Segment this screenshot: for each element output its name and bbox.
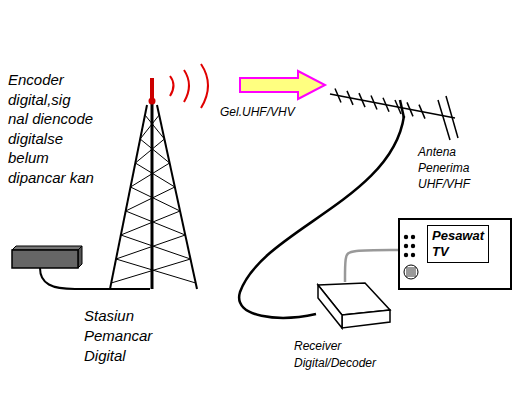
station-label: Stasiun Pemancar Digital: [84, 306, 168, 366]
encoder-cable: [40, 268, 150, 289]
yagi-antenna: [330, 89, 458, 140]
signal-cable: [345, 250, 398, 282]
tv-set: Pesawat TV: [398, 218, 512, 290]
signal-arrow: [240, 71, 325, 99]
antenna-cable: [239, 116, 404, 318]
receiver-box: [288, 278, 400, 334]
wave-label: Gel.UHF/VHV: [220, 105, 320, 120]
antenna-label: Antena Penerima UHF/VHF: [418, 144, 494, 192]
radio-waves: [170, 64, 208, 108]
encoder-note: Encoder digital,sig nal diencode digital…: [8, 70, 94, 187]
receiver-decoder: Receiver Digital/Decoder: [288, 278, 400, 374]
transmitter-tower: [110, 78, 197, 289]
receiver-label: Receiver Digital/Decoder: [294, 338, 398, 372]
tv-controls: [400, 220, 430, 290]
encoder-box: [12, 246, 82, 268]
tv-screen-label: Pesawat TV: [427, 225, 489, 263]
